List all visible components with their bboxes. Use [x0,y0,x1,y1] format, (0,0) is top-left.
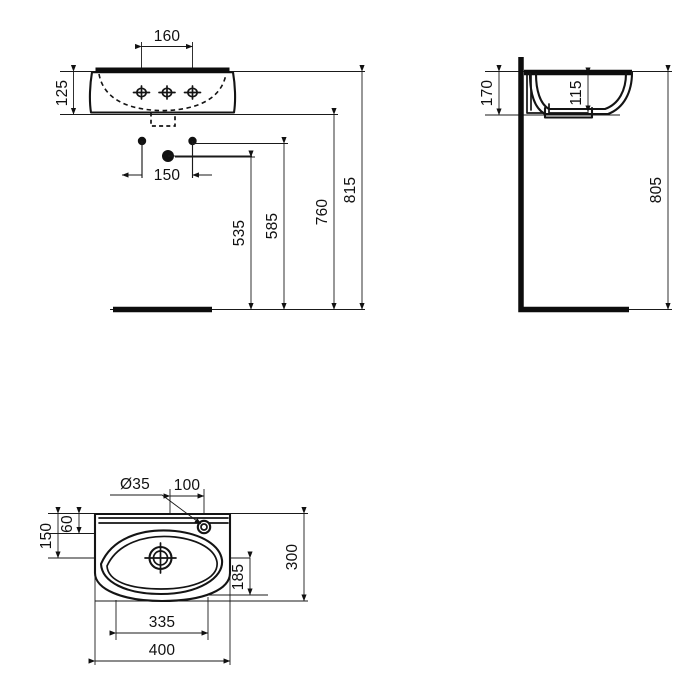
side-dim-170-label: 170 [479,80,496,107]
front-dim-125: 125 [54,65,77,115]
plan-dim-diameter35: Ø35 [110,476,202,525]
front-bowl-hidden-edge [98,73,227,112]
side-dim-805: 805 [648,65,671,310]
view-front-elevation: 160 125 150 535 585 760 [54,28,365,313]
plan-waste-outlet [144,542,177,574]
side-dim-170: 170 [479,65,502,116]
front-dim-535: 535 [231,150,254,310]
front-dim-535-label: 535 [231,220,248,246]
front-dim-150: 150 [121,167,212,184]
side-dim-115-label: 115 [568,80,585,105]
front-dim-160: 160 [135,28,193,50]
plan-bowl [99,529,224,596]
plan-dim-100-label: 100 [174,477,201,494]
plan-dim-335: 335 [109,614,209,636]
plan-dim-185: 185 [230,551,253,596]
side-wall-and-floor [518,57,629,313]
front-dim-585: 585 [264,137,287,310]
front-dim-815-label: 815 [342,177,359,203]
side-extension-lines [485,71,672,310]
front-tap-holes [132,85,202,100]
plan-dim-100: 100 [163,477,205,499]
side-dim-115: 115 [568,67,591,113]
plan-dim-400-label: 400 [149,642,176,659]
plan-dim-185-label: 185 [230,564,247,590]
plan-dim-150-label: 150 [38,523,55,550]
front-dim-125-label: 125 [54,80,71,106]
plan-tap-hole [196,519,212,535]
plan-dim-60-label: 60 [59,515,76,533]
front-dim-160-label: 160 [154,28,181,45]
plan-dim-60: 60 [59,507,82,534]
front-dim-150-label: 150 [154,167,181,184]
front-waste-outlet-hidden [150,112,176,127]
front-dim-760-label: 760 [314,199,331,226]
front-dim-760: 760 [314,108,337,310]
plan-dim-150: 150 [38,507,61,559]
front-dim-815: 815 [342,65,365,310]
plan-dim-diameter35-label: Ø35 [120,476,150,493]
view-plan: Ø35 100 60 150 185 300 335 [38,476,308,665]
plan-dim-300-label: 300 [284,544,301,571]
front-service-connections [137,136,288,178]
plan-dim-400: 400 [88,642,231,664]
side-dim-805-label: 805 [648,177,665,203]
plan-dim-335-label: 335 [149,614,175,631]
plan-dim-300: 300 [284,507,307,602]
front-dim-585-label: 585 [264,213,281,239]
side-basin-profile [524,69,634,119]
view-side-elevation: 170 115 805 [479,57,672,313]
